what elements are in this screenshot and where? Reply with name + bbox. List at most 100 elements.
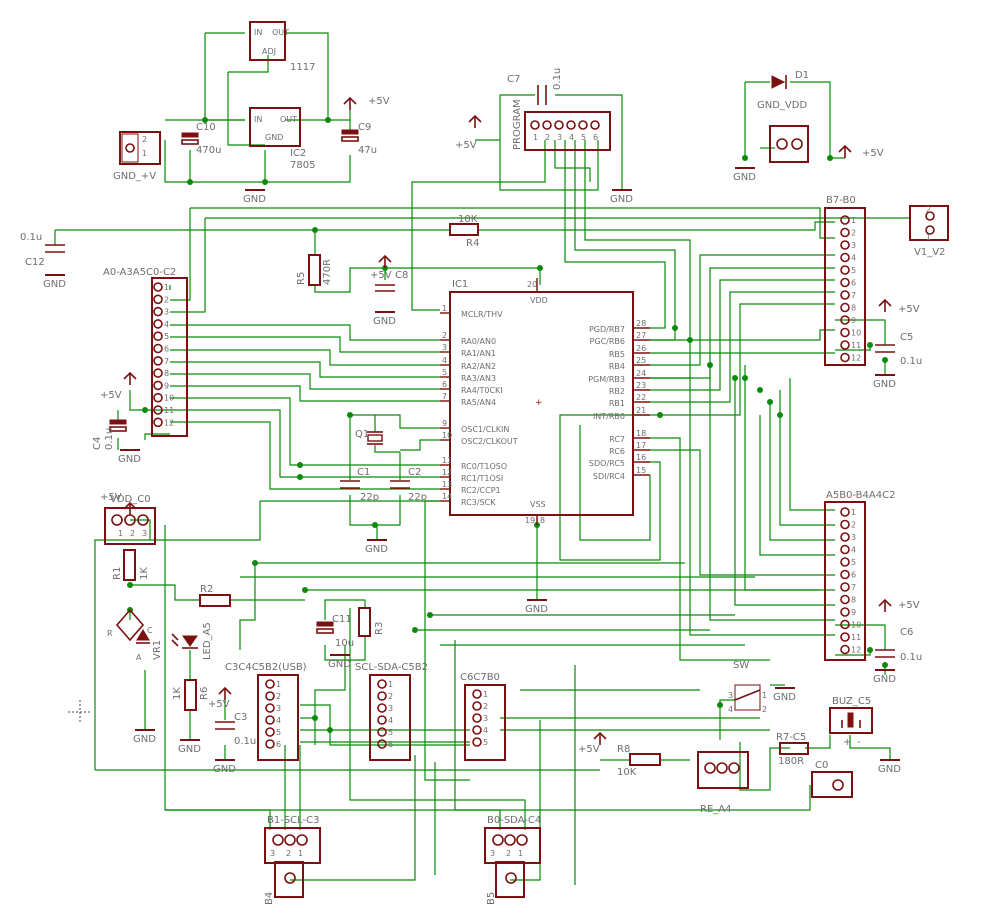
header-pin [840, 582, 850, 592]
ic1-pin-name: RA2/AN2 [461, 362, 496, 371]
header-pin-num: 3 [851, 533, 856, 542]
svg-text:22p: 22p [408, 492, 427, 503]
header-pin-num: 9 [851, 608, 856, 617]
svg-text:C12: C12 [25, 257, 45, 268]
header-pin-num: 11 [851, 633, 861, 642]
ic1-pin-name: RC6 [609, 447, 625, 456]
header-pin [472, 737, 482, 747]
header-pin [840, 352, 850, 363]
header-pin [265, 679, 275, 689]
ic1-pin-name: RA1/AN1 [461, 349, 496, 358]
header-pin [840, 290, 850, 300]
resistor-r5: R5 470R [296, 254, 333, 286]
capacitor-c10: C10 470u [181, 122, 221, 156]
header-pin [265, 739, 275, 749]
svg-text:2: 2 [286, 849, 291, 858]
header-pin [472, 689, 482, 699]
program-pin [578, 120, 588, 130]
svg-text:3: 3 [728, 691, 733, 700]
supply-label: +5V [898, 304, 920, 315]
ic1-pin-num: 15 [636, 466, 646, 475]
ic1-pin-num: 24 [636, 369, 646, 378]
capacitor-c2: C2 22p [390, 467, 427, 503]
vdd-c0-label: VDD_C0 [110, 494, 151, 505]
header-pin-num: 2 [164, 295, 169, 304]
svg-text:R3: R3 [374, 622, 385, 635]
ic2-gnd: GND [265, 133, 283, 142]
svg-text:R5: R5 [296, 272, 307, 285]
gnd-v-label: GND_+V [113, 171, 156, 182]
capacitor-c8: C8 [375, 270, 408, 292]
header-pin [377, 739, 387, 749]
svg-text:A: A [136, 653, 142, 662]
program-pin-num: 1 [533, 133, 538, 142]
header-pin [153, 380, 163, 391]
svg-text:0.1u: 0.1u [900, 356, 922, 367]
program-label: PROGRAM [512, 99, 523, 150]
svg-text:C6: C6 [900, 627, 913, 638]
svg-text:1: 1 [298, 849, 303, 858]
ic1-pin-name: RA3/AN3 [461, 374, 496, 383]
header-pin-num: 12 [851, 646, 861, 655]
header-pin-num: 4 [851, 254, 856, 263]
header-pin [377, 691, 387, 701]
capacitor-c1: C1 22p [340, 467, 379, 503]
header-pin-num: 2 [276, 692, 281, 701]
header-pin [840, 557, 850, 567]
potentiometer-vr1: R A C VR1 [107, 609, 163, 662]
header-pin [840, 240, 850, 250]
header-pin [840, 302, 850, 313]
svg-text:470R: 470R [322, 259, 333, 285]
header-pin [153, 306, 163, 317]
header-pin [265, 715, 275, 725]
gnd-label: GND [43, 279, 66, 290]
supply-label: +5V [898, 600, 920, 611]
ic1-pin-name: RB4 [609, 362, 625, 371]
ic1-pin-num: 10 [442, 431, 452, 440]
wires [54, 32, 911, 885]
ic1-pin-num: 12 [442, 468, 452, 477]
program-pin [554, 120, 564, 130]
capacitor-c11: C11 10u [316, 614, 354, 649]
svg-text:0.1u: 0.1u [552, 68, 563, 90]
ic2-ref: IC2 [290, 148, 306, 159]
buzzer-minus: - [857, 737, 861, 748]
header-pin [840, 619, 850, 630]
header-pin-num: 3 [851, 241, 856, 250]
header-pin-num: 4 [483, 726, 488, 735]
ic1-pin-name: RC0/T1OSO [461, 462, 507, 471]
ic1-pin-num: 6 [442, 380, 447, 389]
resistor-r4: 10K R4 [449, 214, 479, 249]
power-symbols: +5V+5V+5V+5V+5V+5V+5V+5V+5V+5V [100, 96, 920, 755]
resistor-r2: R2 [199, 584, 231, 607]
ic1-pin-num: 7 [442, 392, 447, 401]
capacitor-c9: C9 47u [341, 122, 377, 156]
svg-text:1K: 1K [139, 567, 150, 580]
program-pin [530, 120, 540, 130]
header-pin-num: 5 [851, 266, 856, 275]
svg-text:10u: 10u [335, 638, 354, 649]
program-pin-num: 3 [557, 133, 562, 142]
gnd-label: GND [873, 674, 896, 685]
ic1-pin-name: PGM/RB3 [588, 375, 625, 384]
gnd-label: GND [133, 734, 156, 745]
ic1-pin-name: PGC/RB6 [590, 337, 625, 346]
header-pin [840, 594, 850, 605]
ic1-pin-name: RB1 [609, 399, 625, 408]
ic1-pin-num: 17 [636, 441, 646, 450]
header-pin [153, 368, 163, 378]
header-pin [840, 327, 850, 338]
gnd-label: GND [213, 764, 236, 775]
reg1117-value: 1117 [290, 62, 315, 73]
header-pin-num: 10 [851, 621, 861, 630]
diode-d1: D1 [771, 70, 809, 89]
origin-marker [68, 700, 92, 724]
svg-text:C10: C10 [196, 122, 216, 133]
svg-text:C5: C5 [900, 332, 913, 343]
svg-text:470u: 470u [196, 145, 221, 156]
svg-text:3: 3 [490, 849, 495, 858]
header-pin-num: 8 [164, 369, 169, 378]
capacitor-c6: C6 0.1u [875, 627, 922, 663]
